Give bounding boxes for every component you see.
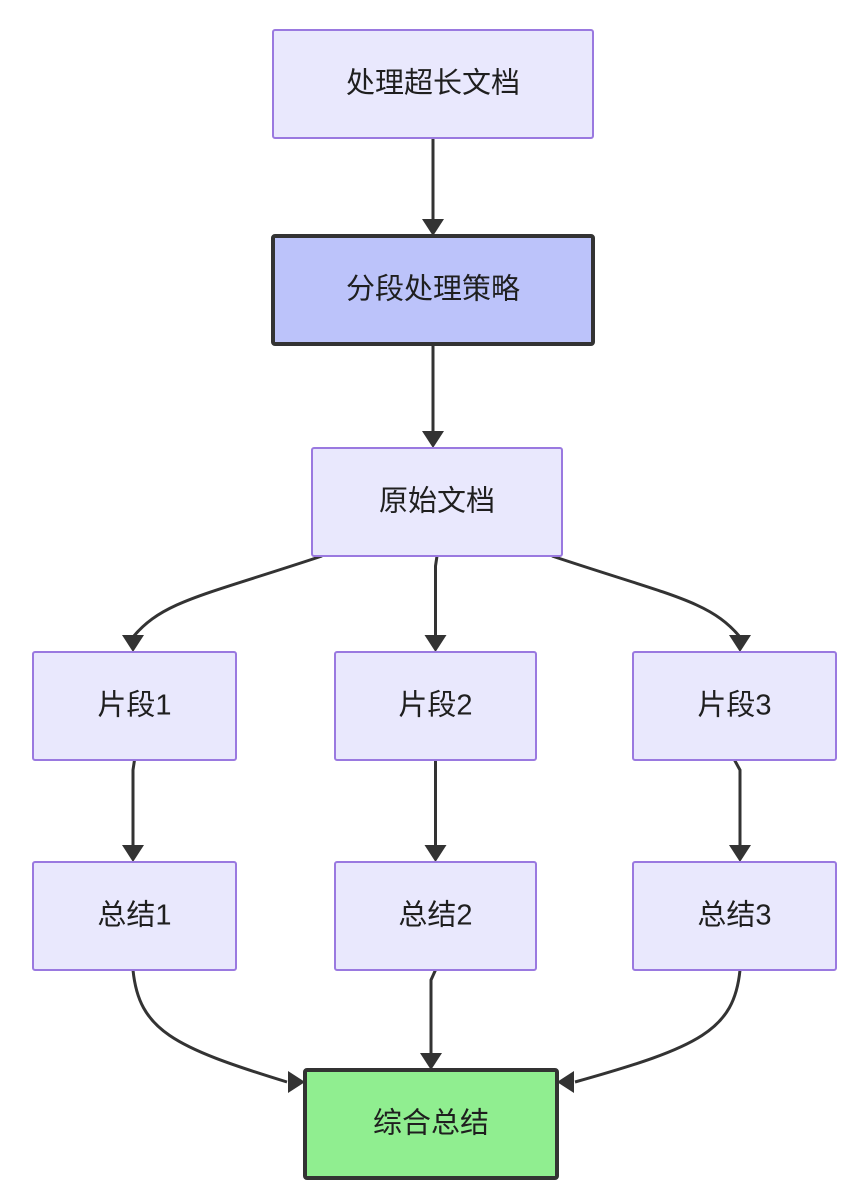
node-box-chunk-strategy[interactable] (271, 234, 595, 346)
node-box-final-summary[interactable] (303, 1068, 559, 1180)
edge-source-doc-to-fragment-1 (122, 554, 323, 652)
edge-fragment-1-to-summary-1 (122, 759, 144, 862)
node-fragment-3[interactable]: 片段3 (632, 651, 837, 761)
node-summary-2[interactable]: 总结2 (334, 861, 537, 971)
node-box-summary-3[interactable] (632, 861, 837, 971)
node-chunk-strategy[interactable]: 分段处理策略 (271, 234, 595, 346)
edge-chunk-strategy-to-source-doc (422, 344, 444, 448)
edge-source-doc-to-fragment-3 (551, 554, 751, 652)
edge-fragment-3-to-summary-3 (729, 759, 751, 862)
node-summary-1[interactable]: 总结1 (32, 861, 237, 971)
edge-doc-task-to-chunk-strategy (422, 138, 444, 236)
node-fragment-2[interactable]: 片段2 (334, 651, 537, 761)
node-box-fragment-1[interactable] (32, 651, 237, 761)
edge-summary-3-to-final-summary (557, 969, 742, 1093)
node-source-doc[interactable]: 原始文档 (311, 447, 563, 557)
node-box-source-doc[interactable] (311, 447, 563, 557)
node-summary-3[interactable]: 总结3 (632, 861, 837, 971)
edge-summary-1-to-final-summary (131, 969, 305, 1093)
node-box-summary-1[interactable] (32, 861, 237, 971)
edge-source-doc-to-fragment-2 (424, 555, 447, 652)
edge-summary-2-to-final-summary (420, 969, 442, 1070)
edges-layer (122, 138, 751, 1093)
node-final-summary[interactable]: 综合总结 (303, 1068, 559, 1180)
edge-fragment-2-to-summary-2 (424, 760, 447, 862)
node-box-summary-2[interactable] (334, 861, 537, 971)
node-box-doc-task[interactable] (272, 29, 594, 139)
node-box-fragment-2[interactable] (334, 651, 537, 761)
node-doc-task[interactable]: 处理超长文档 (272, 29, 594, 139)
node-fragment-1[interactable]: 片段1 (32, 651, 237, 761)
node-box-fragment-3[interactable] (632, 651, 837, 761)
